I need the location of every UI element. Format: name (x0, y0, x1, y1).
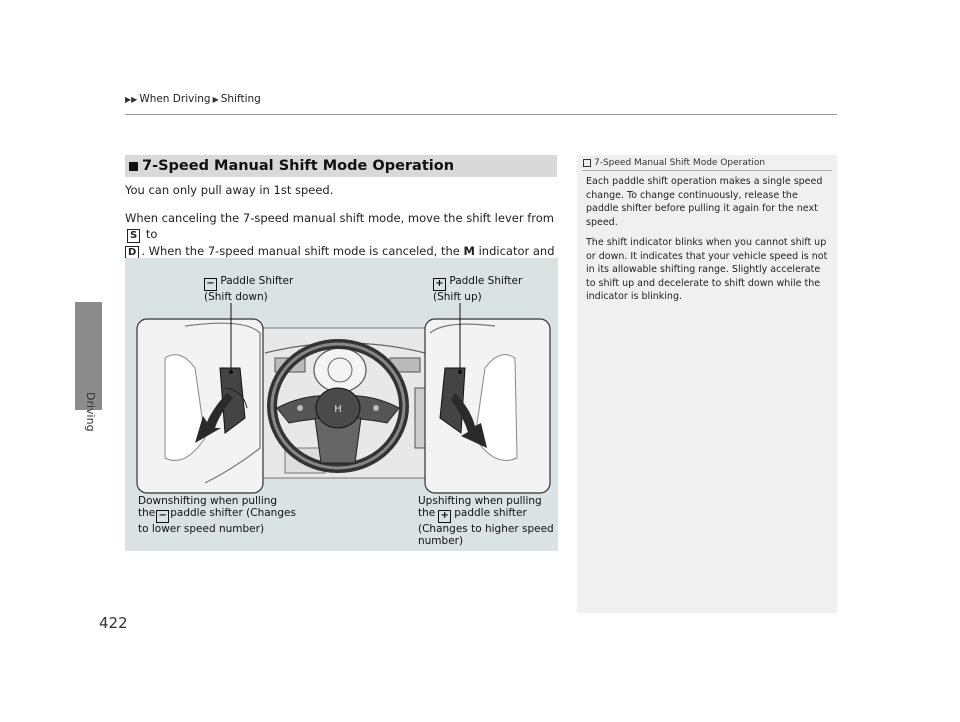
note-title-text: 7-Speed Manual Shift Mode Operation (594, 158, 766, 168)
arrow-icon: ▶ (212, 94, 219, 104)
p2-text-b: to (145, 227, 158, 241)
breadcrumb-item-shifting[interactable]: Shifting (220, 93, 261, 105)
section-header: 7-Speed Manual Shift Mode Operation (125, 155, 557, 177)
right-top-label-2: (Shift up) (433, 291, 482, 303)
upshift-caption-2a: the (418, 507, 436, 519)
sidebar-tab[interactable] (75, 302, 102, 410)
right-top-label-1: Paddle Shifter (449, 275, 523, 287)
note-divider (582, 170, 832, 171)
downshift-caption-1: Downshifting when pulling (138, 495, 278, 507)
upshift-caption-2b: paddle shifter (454, 507, 527, 519)
downshift-caption-3: to lower speed number) (138, 523, 265, 535)
double-arrow-icon: ▶▶ (125, 94, 138, 104)
note-title: 7-Speed Manual Shift Mode Operation (583, 158, 765, 168)
p2-text-a: When canceling the 7-speed manual shift … (125, 211, 554, 225)
note-paragraph-1: Each paddle shift operation makes a sing… (586, 176, 823, 228)
note-reference-icon (583, 159, 591, 167)
downshift-caption: Downshifting when pulling the−paddle shi… (138, 495, 296, 535)
page-number: 422 (99, 614, 128, 632)
note-paragraph-2: The shift indicator blinks when you cann… (586, 237, 828, 302)
note-panel (577, 155, 837, 613)
paddle-shifter-figure: H − Paddle Shifter (Shift down) + Paddle… (125, 258, 558, 551)
plus-symbol-icon: + (438, 510, 452, 523)
note-body: Each paddle shift operation makes a sing… (586, 175, 831, 311)
downshift-caption-2a: the (138, 507, 156, 519)
p2-text-c: . When the 7-speed manual shift mode is … (141, 244, 460, 258)
paddle-shifter-plus-label: + Paddle Shifter (Shift up) (433, 275, 522, 303)
upshift-caption-3: (Changes to higher speed (418, 523, 554, 535)
left-top-label-2: (Shift down) (204, 291, 268, 303)
square-bullet-icon (129, 161, 138, 171)
paddle-shifter-minus-label: − Paddle Shifter (Shift down) (204, 275, 293, 303)
minus-symbol-icon: − (204, 278, 217, 291)
key-s-icon: S (127, 229, 141, 243)
upshift-caption: Upshifting when pulling the+paddle shift… (418, 495, 554, 547)
upshift-caption-4: number) (418, 535, 464, 547)
steering-wheel-illustration: H (136, 303, 551, 494)
upshift-caption-1: Upshifting when pulling (418, 495, 542, 507)
body-paragraph-1: You can only pull away in 1st speed. (125, 183, 334, 197)
breadcrumb: ▶▶ When Driving ▶ Shifting (125, 93, 261, 105)
m-indicator-label: M (463, 244, 475, 258)
downshift-caption-2b: paddle shifter (Changes (170, 507, 296, 519)
sidebar-section-label: Driving (84, 392, 97, 432)
svg-text:H: H (334, 404, 342, 415)
minus-symbol-icon: − (156, 510, 170, 523)
plus-symbol-icon: + (433, 278, 446, 291)
left-top-label-1: Paddle Shifter (220, 275, 294, 287)
header-divider (125, 114, 837, 115)
section-title: 7-Speed Manual Shift Mode Operation (142, 158, 455, 174)
breadcrumb-item-when-driving[interactable]: When Driving (139, 93, 211, 105)
